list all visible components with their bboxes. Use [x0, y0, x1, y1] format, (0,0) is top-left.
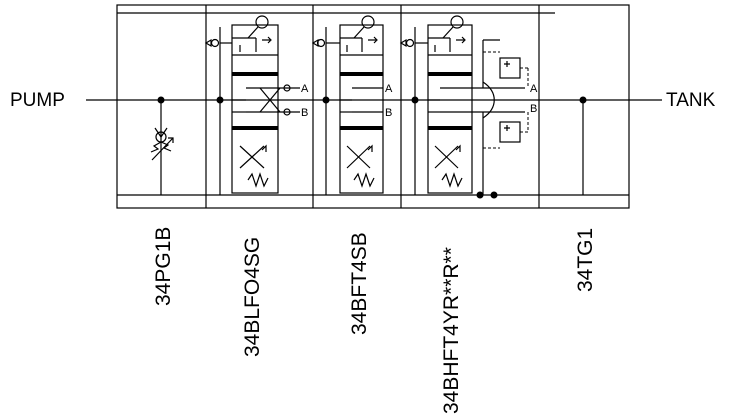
valve-module-1: [204, 15, 279, 195]
junction-dot: [579, 96, 587, 104]
valve-module-2: [311, 15, 384, 195]
port-label-b: B: [530, 103, 537, 115]
module-code-label: 34BLFO4SG: [241, 237, 264, 357]
junction-dot: [157, 96, 165, 104]
port-label-a: A: [530, 83, 538, 95]
check-valve: [150, 127, 174, 161]
module-code-label: 34PG1B: [152, 227, 175, 306]
port-label-a: A: [385, 83, 393, 95]
assembly-frame: [116, 4, 630, 209]
module-code-label: 34BFT4SB: [348, 232, 371, 335]
junction-dot: [490, 191, 498, 199]
tank-label: TANK: [666, 90, 716, 111]
junction-dot: [476, 191, 484, 199]
port-label-b: B: [301, 107, 308, 119]
port-label-a: A: [301, 83, 309, 95]
module-code-label: 34BHFT4YR**R**: [440, 247, 463, 414]
pump-label: PUMP: [10, 90, 65, 111]
reducing-valve-a: [482, 39, 529, 89]
work-port-lines: [246, 81, 495, 119]
port-label-b: B: [385, 107, 392, 119]
main-line: [86, 96, 662, 195]
module-code-label: 34TG1: [574, 228, 597, 292]
port-a-circle: [283, 84, 291, 92]
port-b-circle: [283, 108, 291, 116]
valve-module-3: [399, 15, 473, 195]
reducing-valve-b: [476, 111, 529, 199]
